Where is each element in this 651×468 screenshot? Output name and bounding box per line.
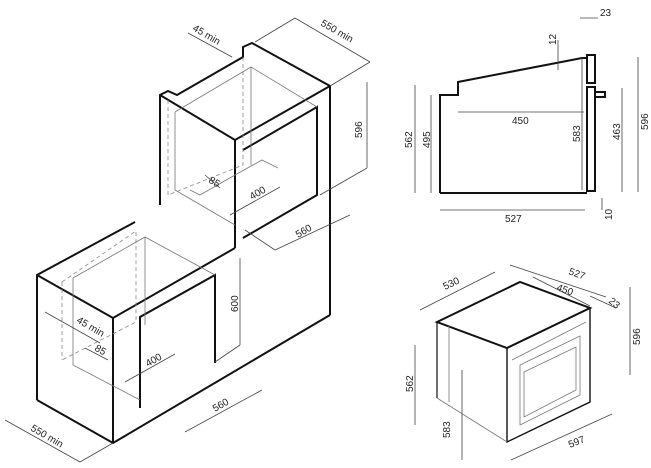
iso-panel-label: 23	[606, 296, 622, 312]
lower-depth-label: 550 min	[29, 423, 65, 450]
lower-vent-width-label: 400	[144, 352, 164, 370]
iso-height-total-label: 596	[632, 328, 643, 345]
iso-depth-label: 527	[567, 266, 587, 282]
lower-cabinet: 45 min 85 400 600 560 550 min	[4, 221, 331, 463]
upper-vent-depth-label: 85	[207, 175, 223, 190]
iso-height-back-label: 562	[405, 375, 416, 392]
side-top-offset-label: 12	[548, 33, 559, 45]
side-panel-label: 23	[600, 8, 612, 19]
side-view: 23 12 562 495 450 583 463 596 527 10	[404, 8, 651, 225]
lower-gap-label: 45 min	[75, 315, 106, 340]
iso-height-body-label: 583	[442, 421, 453, 438]
upper-gap-label: 45 min	[191, 23, 222, 48]
upper-height-label: 596	[354, 121, 365, 138]
side-height-back-label: 562	[404, 131, 415, 148]
lower-height-label: 600	[230, 295, 241, 312]
iso-view: 530 527 450 23 596 562 583 597	[405, 264, 643, 461]
side-height-body-label: 583	[572, 125, 583, 142]
side-height-step-label: 495	[422, 131, 433, 148]
upper-vent-width-label: 400	[248, 185, 268, 203]
upper-cabinet: 45 min 550 min 596 85 400 560	[159, 17, 371, 315]
side-bottom-gap-label: 10	[604, 208, 615, 220]
lower-vent-depth-label: 85	[93, 343, 109, 358]
side-depth-label: 527	[505, 214, 522, 225]
side-height-door-label: 463	[612, 123, 623, 140]
upper-depth-label: 550 min	[319, 18, 355, 45]
iso-width-label: 597	[567, 434, 587, 451]
side-height-total-label: 596	[640, 113, 651, 130]
lower-width-label: 560	[211, 397, 231, 415]
upper-width-label: 560	[294, 223, 314, 241]
side-top-length-label: 450	[512, 116, 529, 127]
